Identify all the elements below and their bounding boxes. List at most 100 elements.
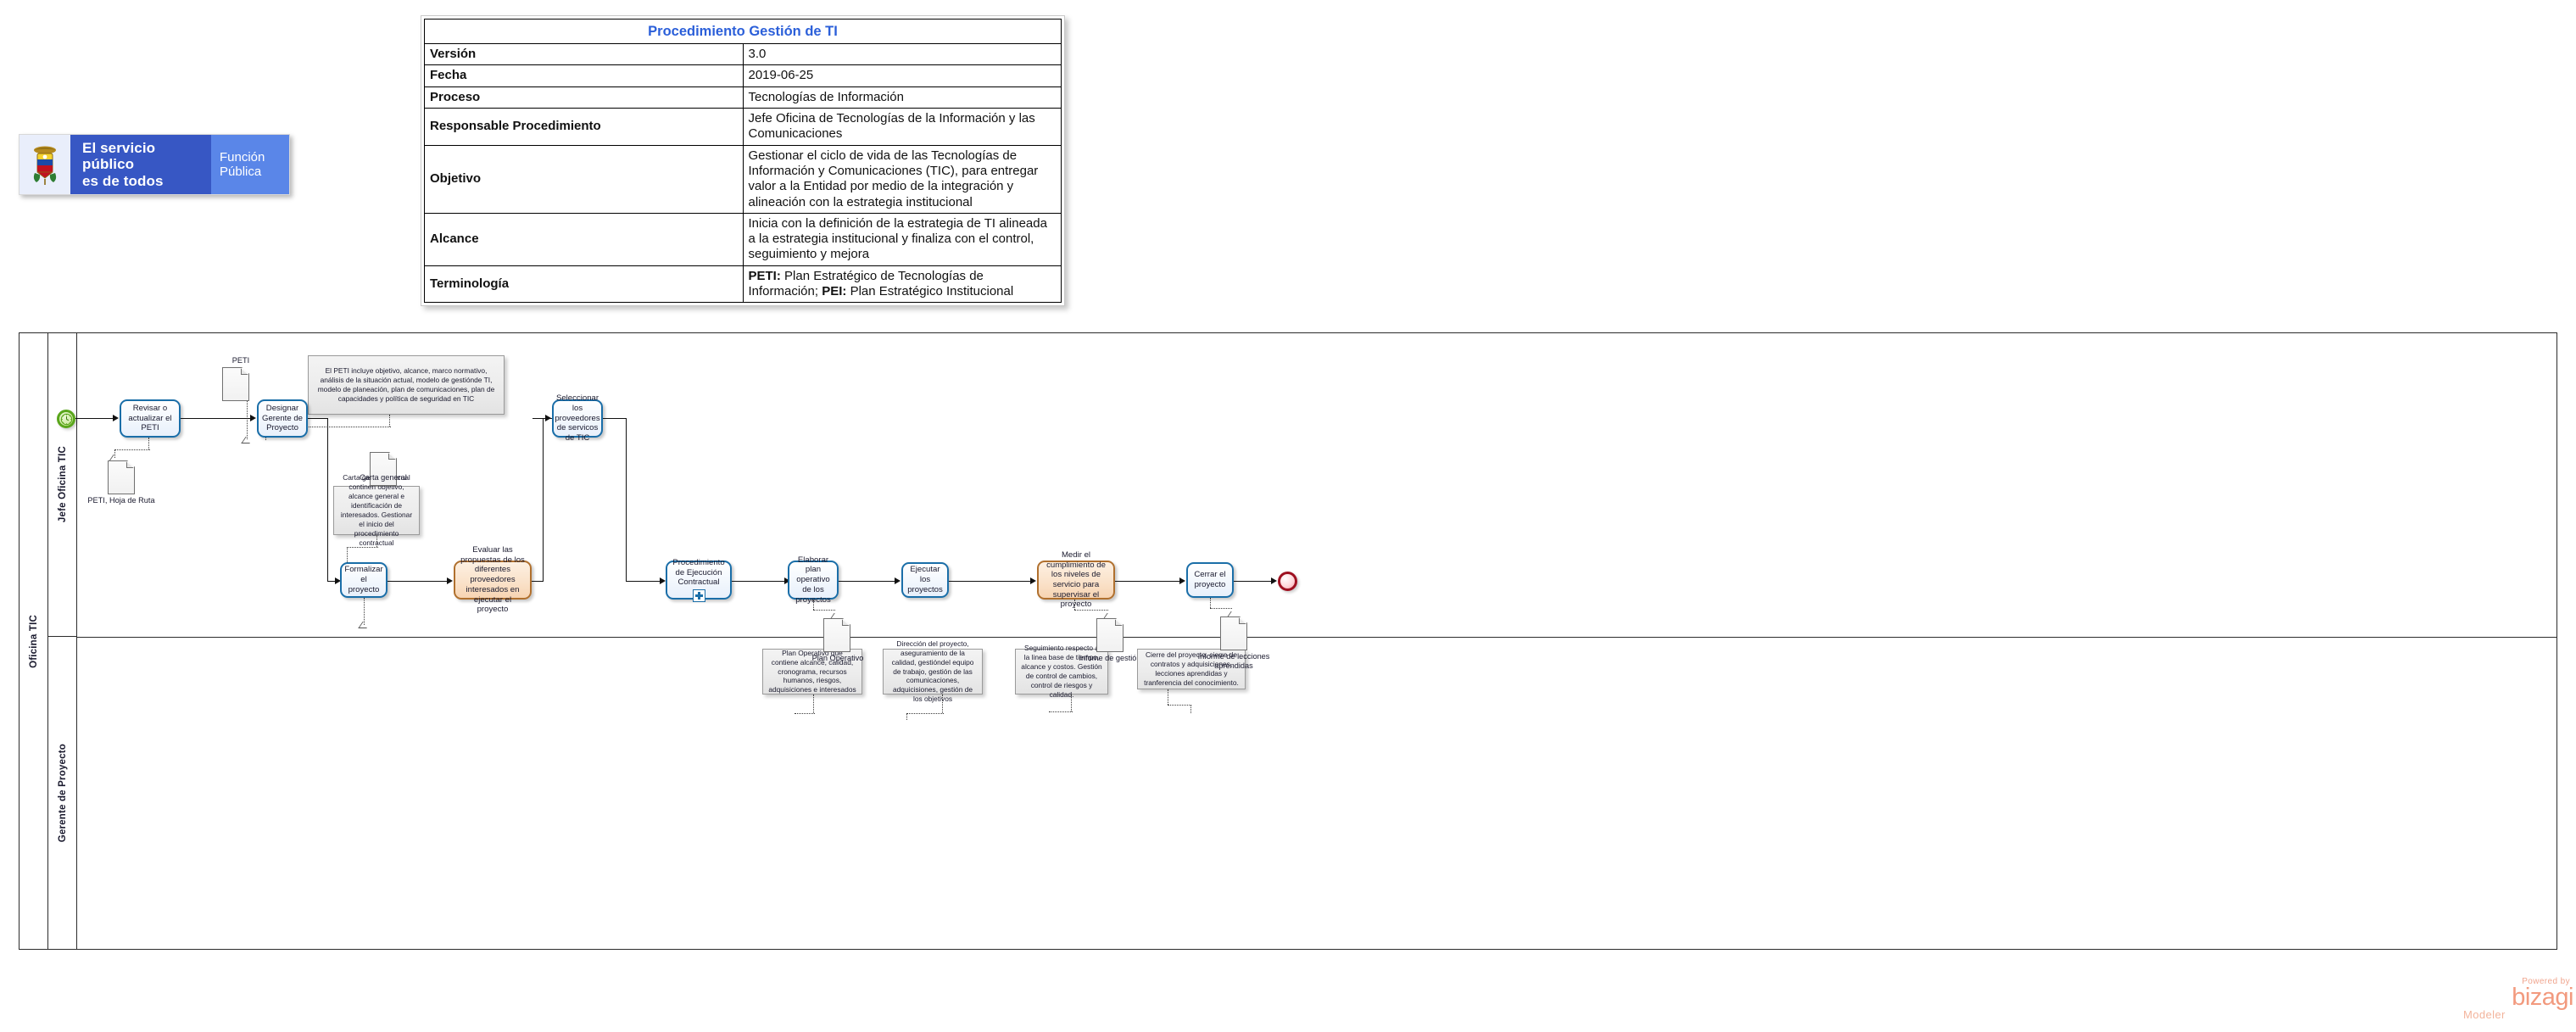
sequence-flow-arrowhead [545,415,551,421]
row-value-version: 3.0 [742,43,1062,66]
bizagi-watermark: Powered by bizagi Modeler [2446,977,2574,1029]
term-peti-abbr: PETI: [748,268,781,283]
timer-clock-icon [60,413,72,425]
document-label-text: PETI, Hoja de Ruta [87,496,155,505]
sequence-flow-start-to-t1 [75,418,114,420]
annotation-carta-general: Carta general, la cual continen objetivo… [333,473,420,547]
sequence-flow-arrowhead [1271,577,1277,584]
end-event[interactable] [1278,572,1297,591]
row-label-proceso: Proceso [424,86,744,109]
document-peti [222,367,249,401]
row-value-proceso: Tecnologías de Información [742,86,1062,109]
watermark-product: Modeler [2463,1008,2506,1022]
procedure-header-card: Procedimiento Gestión de TI Versión 3.0 … [421,15,1065,307]
document-label-text: Informe de lecciones aprendidas [1197,652,1270,671]
colombia-coat-of-arms-icon [33,146,57,185]
pool-name: Oficina TIC [28,614,39,668]
association-annot5-v [1071,695,1072,711]
plus-icon[interactable] [692,589,705,603]
sequence-flow-t6-to-t7 [732,581,786,583]
table-row: Responsable Procedimiento Jefe Oficina d… [424,108,1062,146]
task-elaborar-plan-operativo[interactable]: Elaborar plan operativo de los proyectos [788,555,839,605]
sequence-flow-t1-to-t2 [181,418,252,420]
task-ejecutar-proyectos[interactable]: Ejecutar los proyectos [901,562,949,598]
watermark-brand: bizagi [2512,984,2573,1011]
sequence-flow-t3-v [626,418,627,582]
document-fold-corner [240,368,248,376]
association-annot2-v2 [347,547,348,562]
document-carta-general [370,452,397,486]
bpmn-diagram-canvas: Oficina TIC Jefe Oficina TIC Gerente de … [19,332,2557,950]
term-pei-text: Plan Estratégico Institucional [846,283,1014,298]
sequence-flow-t10-to-end [1234,581,1274,583]
row-label-responsable: Responsable Procedimiento [424,108,744,146]
task-designar-gerente-proyecto[interactable]: Designar Gerente de Proyecto [257,399,308,438]
sequence-flow-arrowhead [784,577,790,584]
sequence-flow-arrowhead [895,577,900,584]
document-label-peti: PETI [211,356,270,366]
table-row: Proceso Tecnologías de Información [424,86,1062,109]
association-annot6-h [1168,705,1191,706]
document-label-text: PETI [231,356,250,365]
logo-entity-line1: Función [220,149,265,165]
logo-slogan-line2: es de todos [82,172,164,189]
table-row: Versión 3.0 [424,43,1062,66]
association-t7-v1 [813,600,814,610]
row-value-alcance: Inicia con la definición de la estrategi… [742,212,1062,266]
document-label-text: Plan Operativo [811,654,864,662]
pool-label-oficina-tic: Oficina TIC [20,333,48,949]
sequence-flow-t8-to-t9 [949,581,1032,583]
document-label-lecciones: Informe de lecciones aprendidas [1191,652,1276,671]
association-arrowhead [241,437,254,443]
association-t9-v1 [1074,600,1075,610]
row-label-objetivo: Objetivo [424,144,744,214]
document-informe-gestion [1096,618,1124,652]
document-fold-corner [125,461,134,469]
association-annot4-h [906,713,944,714]
association-arrowhead [109,455,122,461]
lane-label-jefe-oficina-tic: Jefe Oficina TIC [48,333,77,637]
table-row-title: Procedimiento Gestión de TI [424,18,1062,45]
table-row: Alcance Inicia con la definición de la e… [424,212,1062,266]
document-plan-operativo [823,618,850,652]
sequence-flow-t5-v [543,418,544,582]
document-fold-corner [1114,619,1123,627]
watermark-powered-by: Powered by [2522,977,2570,986]
association-peti-to-task1 [247,401,248,439]
task-seleccionar-proveedores[interactable]: Seleccionar los proveedores de servicos … [552,393,603,443]
task-revisar-actualizar-peti[interactable]: Revisar o actualizar el PETI [120,399,181,438]
task-cerrar-proyecto[interactable]: Cerrar el proyecto [1186,562,1234,598]
task-medir-cumplimiento-niveles-servicio[interactable]: Medir el cumplimiento de los niveles de … [1037,550,1115,609]
sequence-flow-arrowhead [335,577,341,584]
association-annot4-v2 [906,713,907,720]
association-annot1-v1 [389,415,390,427]
page-title: Procedimiento Gestión de TI [424,18,1062,45]
document-label-informe-gestion: Infome de gestión [1076,654,1144,663]
document-label-carta-general: Carta general [344,473,422,483]
logo-entity-name: Función Pública [211,135,289,194]
sequence-flow-t3-h2 [626,581,661,583]
sequence-flow-t2-h1 [308,418,328,420]
logo-slogan: El servicio público es de todos [70,135,211,194]
subprocess-procedimiento-ejecucion-contractual[interactable]: Procedimiento de Ejecución Contractual [666,557,732,603]
subprocess-label: Procedimiento de Ejecución Contractual [672,557,725,588]
task-formalizar-proyecto[interactable]: Formalizar el proyecto [340,562,388,598]
document-label-peti-hoja-ruta: PETI, Hoja de Ruta [82,496,160,505]
sequence-flow-t2-h2 [327,581,337,583]
logo-slogan-line1: El servicio público [82,140,156,173]
row-value-objetivo: Gestionar el ciclo de vida de las Tecnol… [742,144,1062,214]
timer-start-event[interactable] [57,410,75,428]
sequence-flow-t7-to-t8 [839,581,896,583]
task-evaluar-propuestas[interactable]: Evaluar las propuestas de los diferentes… [454,545,532,614]
term-peti-text: Plan Estratégico de Tecnologías de Infor… [748,268,984,298]
row-value-terminologia: PETI: Plan Estratégico de Tecnologías de… [742,265,1062,304]
row-label-terminologia: Terminología [424,265,744,304]
association-annot3-v [813,695,814,713]
sequence-flow-t2-v [327,418,329,582]
procedure-header-table: Procedimiento Gestión de TI Versión 3.0 … [424,18,1062,304]
sequence-flow-arrowhead [113,415,119,421]
document-fold-corner [1238,617,1246,625]
government-logo-banner: El servicio público es de todos Función … [19,134,290,195]
association-t9-h [1074,610,1108,611]
table-row: Terminología PETI: Plan Estratégico de T… [424,265,1062,304]
